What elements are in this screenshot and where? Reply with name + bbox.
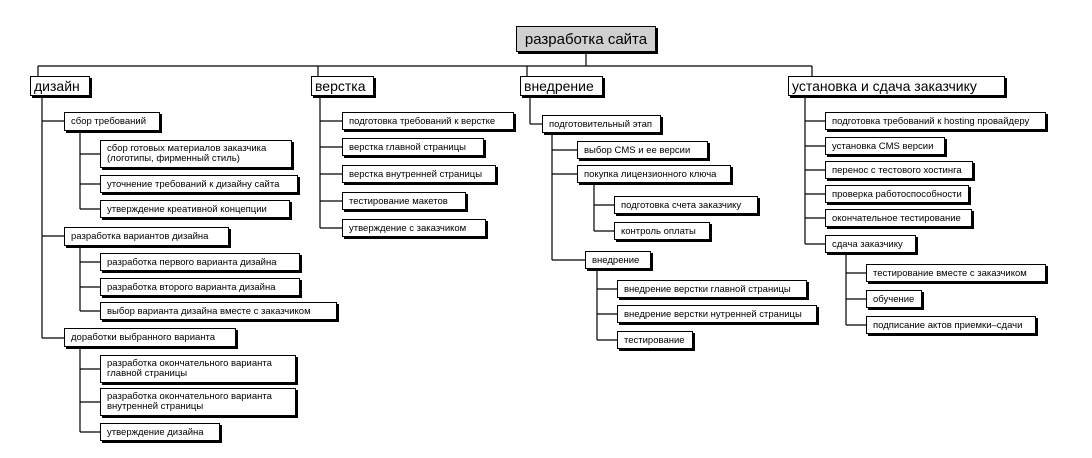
root-label: разработка сайта <box>524 30 648 48</box>
node-variants-item-3: выбор варианта дизайна вместе с заказчик… <box>100 302 337 320</box>
node-variants-item-2-label: разработка второго варианта дизайна <box>107 281 276 293</box>
node-req-item-2: уточнение требований к дизайну сайта <box>100 175 298 193</box>
node-finish-item-2: разработка окончательного варианта внутр… <box>100 388 296 416</box>
node-layout-item-1-label: подготовка требований к верстке <box>349 115 496 127</box>
node-handover-item-3: подписание актов приемки–сдачи <box>866 316 1036 334</box>
node-handover-item-1-label: тестирование вместе с заказчиком <box>873 267 1027 279</box>
node-license: покупка лицензионного ключа <box>577 165 731 183</box>
node-handover-label: сдача заказчику <box>832 238 903 250</box>
node-handover: сдача заказчику <box>825 235 916 253</box>
node-deploy-label: внедрение <box>592 254 640 266</box>
node-deploy-item-2-label: внедрение верстки нутренней страницы <box>624 308 802 320</box>
node-license-item-1-label: подготовка счета заказчику <box>621 199 742 211</box>
node-req-item-2-label: уточнение требований к дизайну сайта <box>107 178 280 190</box>
root-node: разработка сайта <box>516 26 656 52</box>
node-layout-item-2-label: верстка главной страницы <box>349 141 466 153</box>
node-layout-item-4: тестирование макетов <box>342 192 466 210</box>
node-delivery-item-5: окончательное тестирование <box>825 209 972 227</box>
node-handover-item-3-label: подписание актов приемки–сдачи <box>873 319 1023 331</box>
node-variants-item-2: разработка второго варианта дизайна <box>100 278 300 296</box>
node-layout-item-2: верстка главной страницы <box>342 138 484 156</box>
node-implementation: внедрение <box>520 76 603 96</box>
node-req: сбор требований <box>64 112 160 131</box>
node-req-item-3: утверждение креативной концепции <box>100 200 290 218</box>
node-deploy-item-1: внедрение верстки главной страницы <box>617 280 807 298</box>
node-prep-label: подготовительный этап <box>549 118 653 130</box>
node-req-item-1-label: сбор готовых материалов заказчика (логот… <box>107 143 267 164</box>
node-delivery-item-5-label: окончательное тестирование <box>832 212 961 224</box>
node-finish: доработки выбранного варианта <box>64 328 236 347</box>
node-cms: выбор CMS и ее версии <box>577 141 708 159</box>
node-finish-item-3: утверждение дизайна <box>100 423 220 441</box>
node-variants-item-1-label: разработка первого варианта дизайна <box>107 256 277 268</box>
node-delivery-item-4: проверка работоспособности <box>825 185 969 203</box>
node-license-item-1: подготовка счета заказчику <box>614 196 758 214</box>
node-deploy-item-3-label: тестирование <box>624 334 685 346</box>
node-deploy-item-3: тестирование <box>617 331 693 349</box>
node-layout-item-1: подготовка требований к верстке <box>342 112 514 130</box>
node-variants-item-3-label: выбор варианта дизайна вместе с заказчик… <box>107 305 311 317</box>
node-handover-item-2: обучение <box>866 290 922 308</box>
node-req-label: сбор требований <box>71 116 147 127</box>
node-req-item-1: сбор готовых материалов заказчика (логот… <box>100 140 292 168</box>
node-layout-item-5-label: утверждение с заказчиком <box>349 222 467 234</box>
node-design-label: дизайн <box>34 78 80 94</box>
node-delivery-item-3: перенос с тестового хостинга <box>825 161 973 179</box>
node-delivery-item-4-label: проверка работоспособности <box>832 188 962 200</box>
node-layout-item-3: верстка внутренней страницы <box>342 165 496 183</box>
node-finish-item-1-label: разработка окончательного варианта главн… <box>107 358 272 379</box>
node-layout: верстка <box>311 76 374 96</box>
node-handover-item-2-label: обучение <box>873 293 915 305</box>
node-cms-label: выбор CMS и ее версии <box>584 144 691 156</box>
node-delivery-item-2: установка CMS версии <box>825 137 945 155</box>
node-layout-item-3-label: верстка внутренней страницы <box>349 168 483 180</box>
node-delivery-label: установка и сдача заказчику <box>792 78 977 94</box>
node-implementation-label: внедрение <box>524 78 594 94</box>
node-finish-item-3-label: утверждение дизайна <box>107 426 204 438</box>
node-variants: разработка вариантов дизайна <box>64 227 229 246</box>
node-delivery-item-1: подготовка требований к hosting провайде… <box>825 112 1046 130</box>
node-layout-label: верстка <box>315 78 366 94</box>
node-prep: подготовительный этап <box>542 115 661 133</box>
node-deploy-item-1-label: внедрение верстки главной страницы <box>624 283 791 295</box>
node-delivery-item-2-label: установка CMS версии <box>832 140 934 152</box>
node-finish-item-1: разработка окончательного варианта главн… <box>100 355 296 383</box>
node-finish-label: доработки выбранного варианта <box>71 332 216 343</box>
node-deploy-item-2: внедрение верстки нутренней страницы <box>617 305 817 323</box>
node-delivery: установка и сдача заказчику <box>788 76 1005 96</box>
node-delivery-item-3-label: перенос с тестового хостинга <box>832 164 962 176</box>
node-finish-item-2-label: разработка окончательного варианта внутр… <box>107 391 272 412</box>
node-variants-item-1: разработка первого варианта дизайна <box>100 253 300 271</box>
node-variants-label: разработка вариантов дизайна <box>71 231 209 242</box>
node-layout-item-5: утверждение с заказчиком <box>342 219 486 237</box>
node-handover-item-1: тестирование вместе с заказчиком <box>866 264 1046 282</box>
node-design: дизайн <box>30 76 90 96</box>
node-layout-item-4-label: тестирование макетов <box>349 195 448 207</box>
node-req-item-3-label: утверждение креативной концепции <box>107 203 267 215</box>
node-license-label: покупка лицензионного ключа <box>584 168 717 180</box>
node-deploy: внедрение <box>585 251 651 269</box>
node-delivery-item-1-label: подготовка требований к hosting провайде… <box>832 115 1030 127</box>
node-license-item-2-label: контроль оплаты <box>621 225 696 237</box>
node-license-item-2: контроль оплаты <box>614 222 710 240</box>
